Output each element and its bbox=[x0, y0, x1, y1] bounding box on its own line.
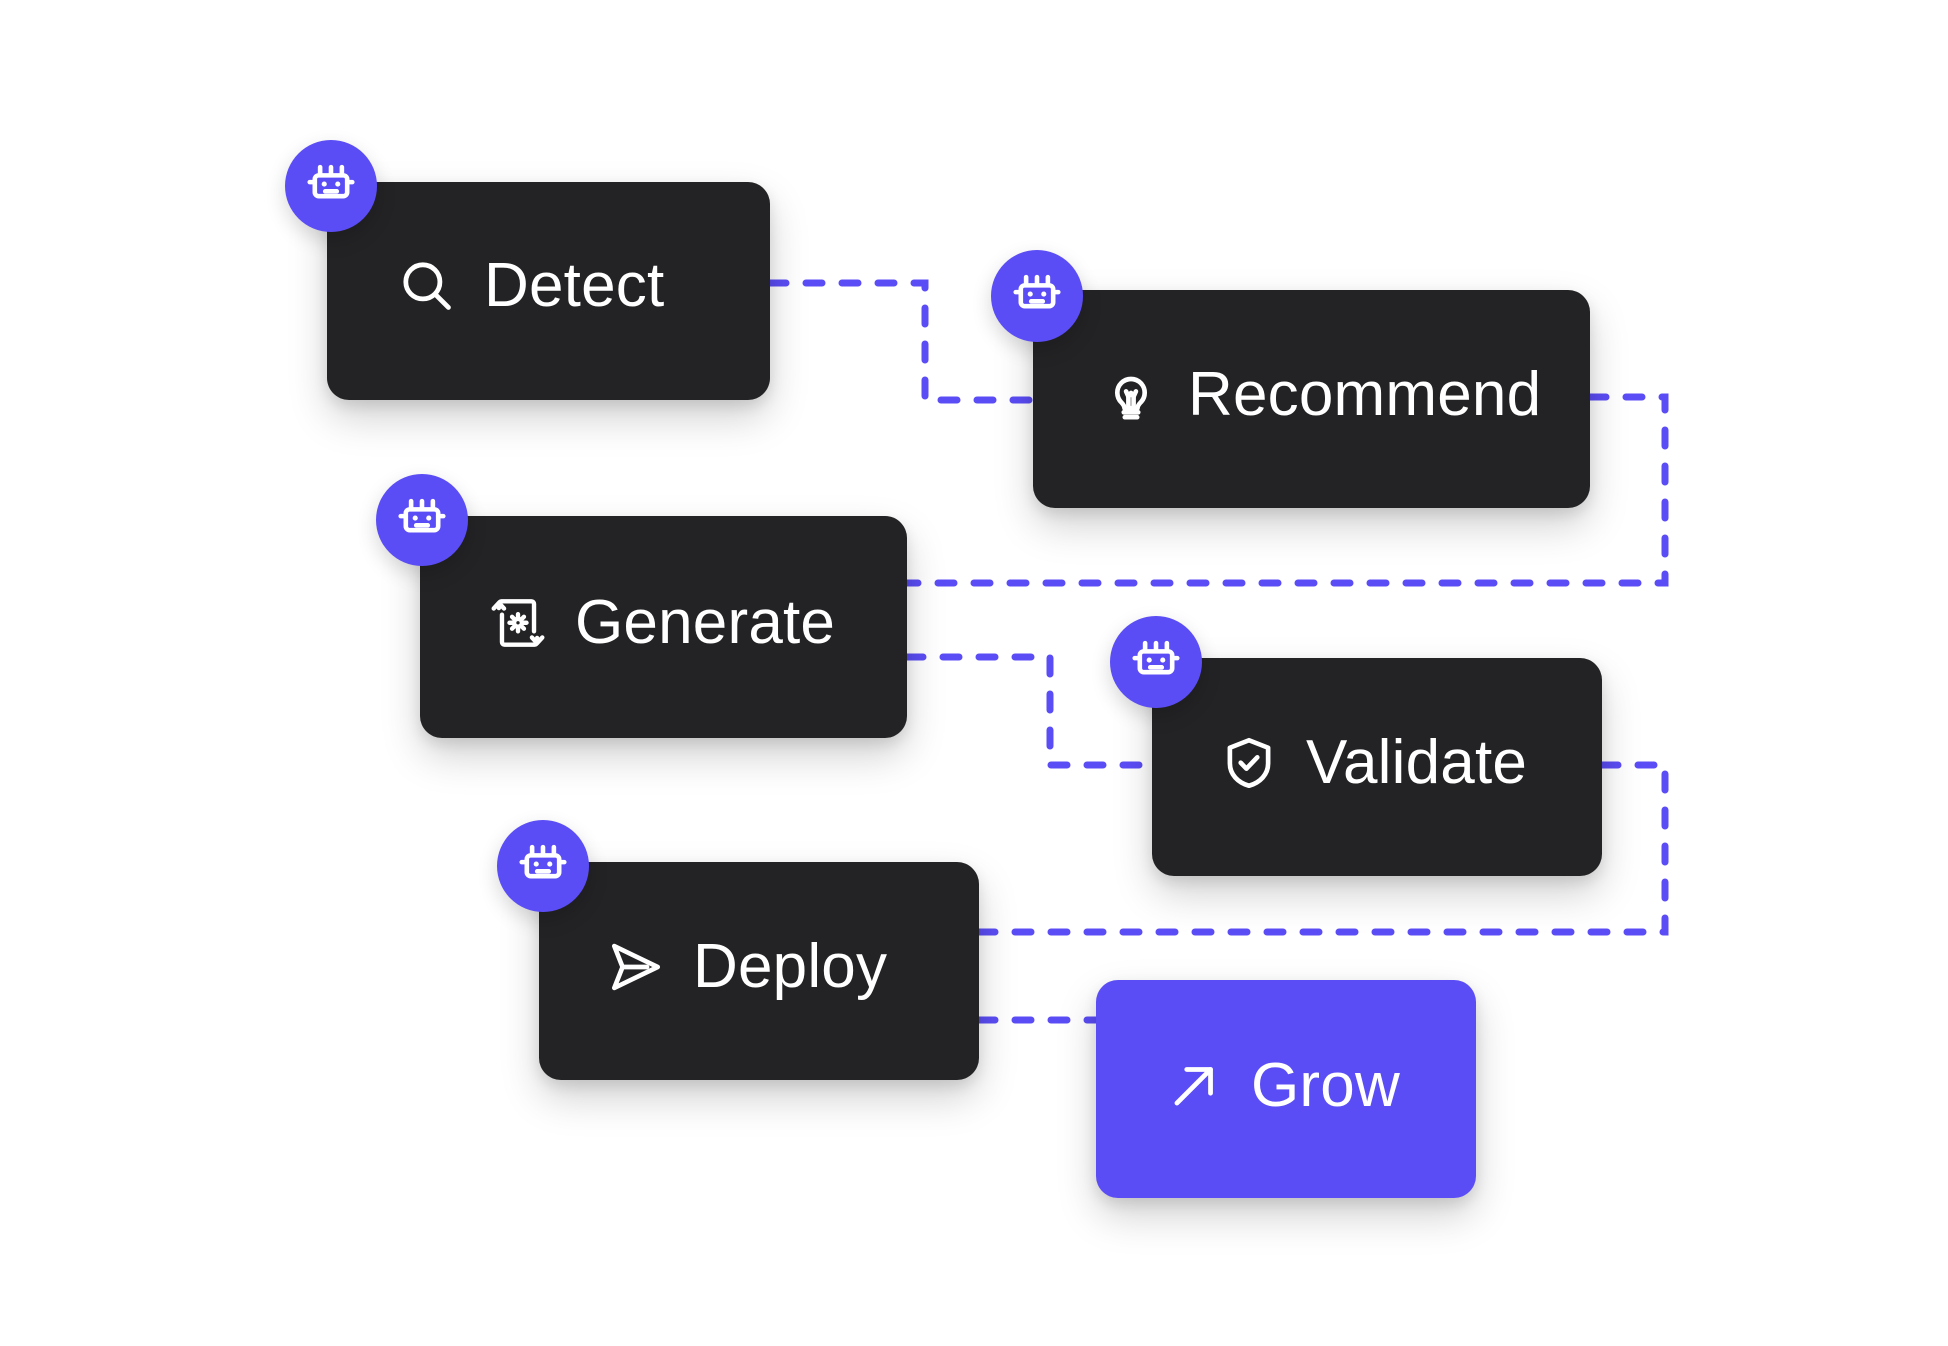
node-validate[interactable] bbox=[1152, 658, 1602, 876]
robot-icon bbox=[519, 844, 567, 879]
node-detect[interactable] bbox=[327, 182, 770, 400]
robot-badge-generate bbox=[376, 474, 468, 566]
document-gear-refresh-icon bbox=[487, 592, 549, 654]
robot-icon bbox=[307, 164, 355, 199]
robot-badge-deploy bbox=[497, 820, 589, 912]
node-generate-content: Generate bbox=[487, 592, 835, 654]
shield-check-icon bbox=[1218, 732, 1280, 794]
robot-badge-detect bbox=[285, 140, 377, 232]
node-recommend-content: Recommend bbox=[1100, 364, 1541, 426]
node-deploy-content: Deploy bbox=[605, 936, 887, 998]
node-validate-label: Validate bbox=[1306, 728, 1528, 797]
node-detect-label: Detect bbox=[484, 251, 665, 320]
node-deploy[interactable] bbox=[539, 862, 979, 1080]
node-recommend-label: Recommend bbox=[1188, 360, 1542, 429]
node-generate-label: Generate bbox=[575, 588, 836, 657]
node-validate-content: Validate bbox=[1218, 732, 1527, 794]
search-icon bbox=[396, 255, 458, 317]
node-grow[interactable] bbox=[1096, 980, 1476, 1198]
node-deploy-label: Deploy bbox=[693, 932, 888, 1001]
arrow-up-right-icon bbox=[1163, 1055, 1225, 1117]
node-grow-content: Grow bbox=[1163, 1055, 1400, 1117]
robot-badge-validate bbox=[1110, 616, 1202, 708]
lightbulb-icon bbox=[1100, 364, 1162, 426]
send-arrow-icon bbox=[605, 936, 667, 998]
node-detect-content: Detect bbox=[396, 255, 664, 317]
robot-icon bbox=[1132, 640, 1180, 675]
node-recommend[interactable] bbox=[1033, 290, 1590, 508]
robot-badge-recommend bbox=[991, 250, 1083, 342]
robot-icon bbox=[398, 498, 446, 533]
robot-icon bbox=[1013, 274, 1061, 309]
node-grow-label: Grow bbox=[1251, 1051, 1400, 1120]
